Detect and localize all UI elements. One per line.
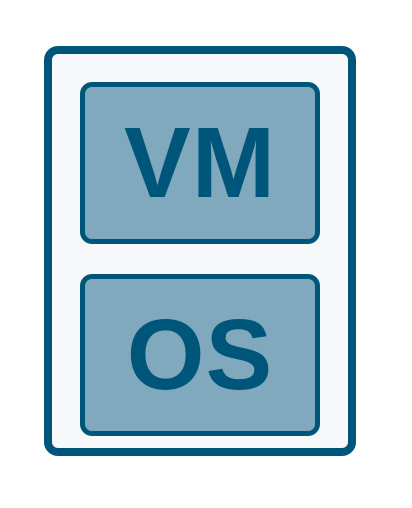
vm-layer-label: VM [124, 107, 276, 219]
software-stack-icon: VM OS [44, 46, 356, 456]
os-layer-label: OS [126, 299, 274, 411]
os-layer: OS [80, 274, 320, 436]
vm-layer: VM [80, 82, 320, 244]
